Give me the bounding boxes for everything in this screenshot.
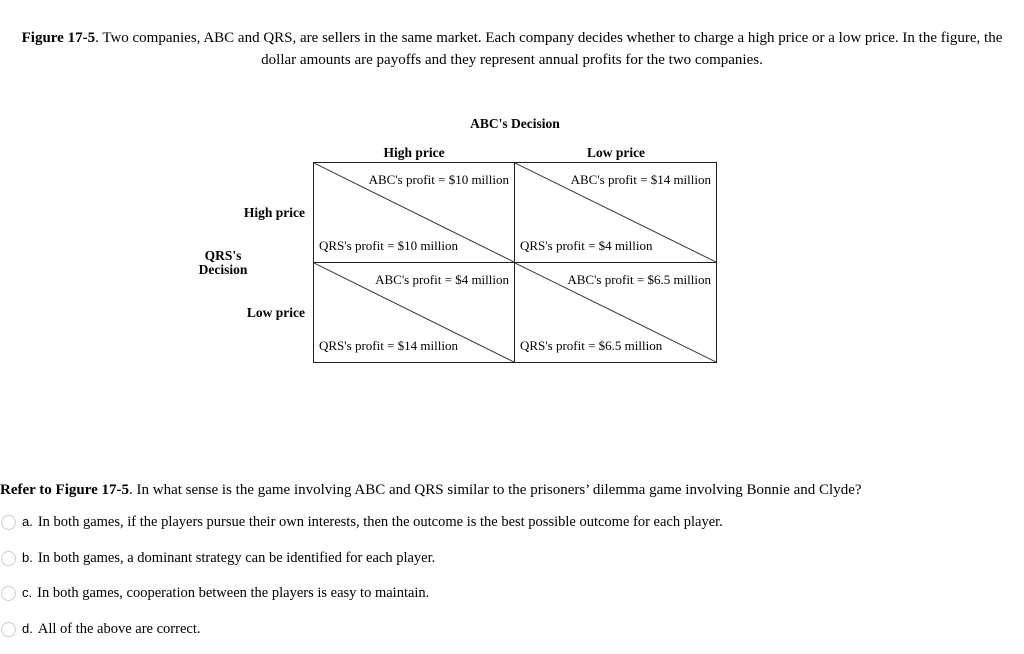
qrs-profit-label: QRS's profit = $6.5 million bbox=[520, 338, 663, 353]
question-body: . In what sense is the game involving AB… bbox=[129, 482, 862, 498]
diagonal-line bbox=[515, 263, 716, 362]
option-letter: d. bbox=[22, 621, 33, 636]
col-header-low-price: Low price bbox=[586, 145, 646, 160]
figure-caption-line1: Figure 17-5. Two companies, ABC and QRS,… bbox=[0, 27, 1024, 49]
option-text: All of the above are correct. bbox=[37, 621, 201, 637]
abc-profit-label: ABC's profit = $4 million bbox=[375, 272, 509, 287]
option-letter: a. bbox=[22, 514, 33, 529]
option-row-c[interactable]: c. In both games, cooperation between the… bbox=[1, 585, 429, 602]
radio-option-d[interactable] bbox=[1, 622, 16, 637]
qrs-profit-label: QRS's profit = $14 million bbox=[319, 338, 458, 353]
diagonal-line bbox=[515, 163, 716, 262]
row-axis-label: QRS's Decision bbox=[173, 249, 273, 277]
option-label: c. In both games, cooperation between the… bbox=[22, 585, 429, 602]
matrix-cell-low-low: ABC's profit = $6.5 million QRS's profit… bbox=[515, 263, 716, 362]
row-header-low-price: Low price bbox=[246, 305, 305, 320]
question-ref: Refer to Figure 17-5 bbox=[0, 482, 129, 498]
option-text: In both games, cooperation between the p… bbox=[37, 585, 430, 601]
option-label: d. All of the above are correct. bbox=[22, 621, 200, 638]
question-text: Refer to Figure 17-5. In what sense is t… bbox=[0, 482, 1024, 499]
radio-option-b[interactable] bbox=[1, 551, 16, 566]
row-header-high-price: High price bbox=[243, 205, 305, 220]
figure-caption: Figure 17-5. Two companies, ABC and QRS,… bbox=[0, 27, 1024, 71]
option-row-d[interactable]: d. All of the above are correct. bbox=[1, 621, 200, 638]
qrs-profit-label: QRS's profit = $4 million bbox=[520, 238, 653, 253]
radio-option-a[interactable] bbox=[1, 515, 16, 530]
matrix-title: ABC's Decision bbox=[470, 116, 560, 131]
figure-caption-number: Figure 17-5 bbox=[21, 30, 96, 46]
abc-profit-label: ABC's profit = $6.5 million bbox=[567, 272, 711, 287]
row-axis-line2: Decision bbox=[198, 262, 248, 277]
col-header-high-price: High price bbox=[383, 145, 445, 160]
diagonal-line bbox=[314, 263, 514, 362]
figure-caption-line1-text: . Two companies, ABC and QRS, are seller… bbox=[95, 30, 1003, 46]
figure-caption-line2: dollar amounts are payoffs and they repr… bbox=[261, 52, 763, 68]
option-label: a. In both games, if the players pursue t… bbox=[22, 514, 723, 531]
radio-option-c[interactable] bbox=[1, 586, 16, 601]
option-row-b[interactable]: b. In both games, a dominant strategy can… bbox=[1, 550, 435, 567]
option-letter: b. bbox=[22, 550, 33, 565]
abc-profit-label: ABC's profit = $10 million bbox=[368, 172, 509, 187]
option-letter: c. bbox=[22, 585, 33, 600]
diagonal-line bbox=[314, 163, 514, 262]
option-text: In both games, a dominant strategy can b… bbox=[37, 550, 436, 566]
option-row-a[interactable]: a. In both games, if the players pursue t… bbox=[1, 514, 723, 531]
matrix-cell-high-high: ABC's profit = $10 million QRS's profit … bbox=[314, 163, 515, 263]
row-axis-line1: QRS's bbox=[204, 248, 242, 263]
qrs-profit-label: QRS's profit = $10 million bbox=[319, 238, 458, 253]
abc-profit-label: ABC's profit = $14 million bbox=[570, 172, 711, 187]
option-text: In both games, if the players pursue the… bbox=[37, 514, 723, 530]
payoff-matrix: ABC's profit = $10 million QRS's profit … bbox=[313, 162, 717, 363]
matrix-cell-high-low: ABC's profit = $14 million QRS's profit … bbox=[515, 163, 716, 263]
matrix-cell-low-high: ABC's profit = $4 million QRS's profit =… bbox=[314, 263, 515, 362]
option-label: b. In both games, a dominant strategy can… bbox=[22, 550, 435, 567]
